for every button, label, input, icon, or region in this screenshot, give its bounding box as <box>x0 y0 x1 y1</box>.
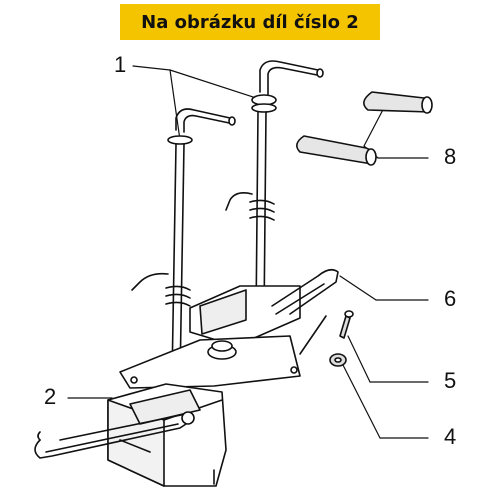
rod-right <box>225 60 324 321</box>
callout-6: 6 <box>444 286 457 311</box>
callout-2: 2 <box>44 384 57 409</box>
screw <box>339 310 354 339</box>
pin-upper <box>363 91 433 114</box>
banner-text: Na obrázku díl číslo 2 <box>141 11 359 33</box>
rod-left <box>131 108 236 381</box>
hook-bracket <box>119 268 339 389</box>
callout-8: 8 <box>444 144 457 169</box>
callout-5: 5 <box>444 368 457 393</box>
lower-bracket <box>34 383 227 487</box>
washer <box>329 353 347 367</box>
callout-1: 1 <box>114 52 127 77</box>
callout-4: 4 <box>444 424 457 449</box>
highlighted-part-banner: Na obrázku díl číslo 2 <box>120 4 380 40</box>
pin-lower <box>296 135 377 166</box>
